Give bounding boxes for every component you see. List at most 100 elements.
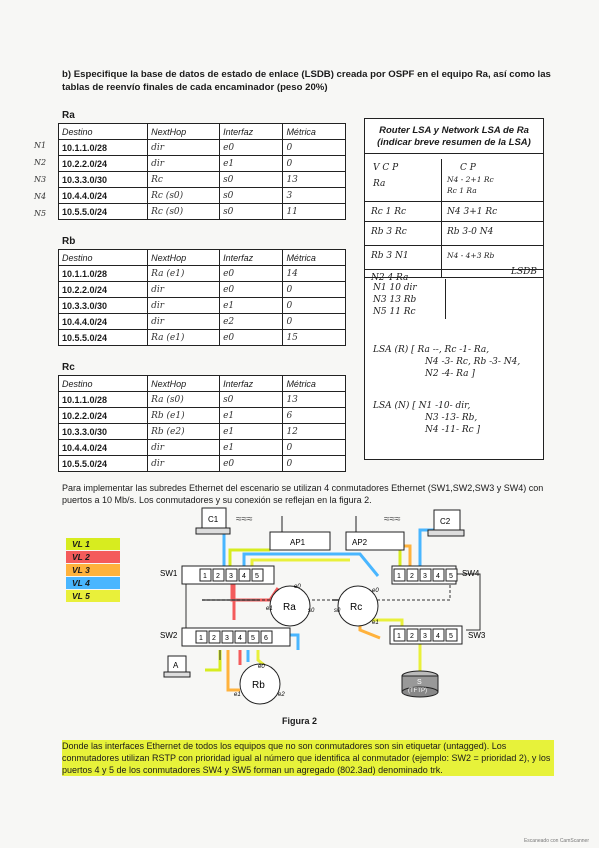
lsa-note: N4 3+1 Rc	[447, 207, 498, 217]
switch-port-label: 2	[212, 635, 216, 642]
table-cell: 0	[282, 313, 346, 330]
row-mark: N3	[34, 175, 47, 184]
switch-port	[225, 568, 238, 582]
switch-port	[393, 568, 406, 582]
lsa-note: N4 -11- Rc ]	[425, 425, 481, 435]
table-cell: 10.2.2.0/24	[57, 281, 149, 298]
table-cell: e0	[219, 455, 284, 472]
rb-e2-label: e2	[278, 692, 285, 698]
table-cell: s0	[219, 203, 284, 220]
switch-port-label: 3	[229, 573, 233, 580]
ra-label: Ra	[283, 602, 296, 613]
switch-port-label: 5	[251, 635, 255, 642]
rc-label: Rc	[350, 602, 362, 613]
lsa-note: N3 -13- Rb,	[425, 413, 478, 423]
sw1-label: SW1	[160, 569, 178, 578]
column-header: Interfaz	[219, 249, 284, 266]
table-cell: e2	[219, 313, 284, 330]
switch-port-label: 5	[255, 573, 259, 580]
switch-port	[432, 568, 445, 582]
lsa-note: LSA (N) [ N1 -10- dir,	[373, 401, 471, 411]
legend-vl1: VL 1	[66, 538, 120, 550]
table-cell: e0	[219, 265, 284, 282]
column-header: Métrica	[282, 123, 346, 140]
table-cell: 0	[282, 455, 346, 472]
table-cell: 0	[282, 155, 346, 172]
lsa-note: N2 -4- Ra ]	[425, 369, 475, 379]
switch-port	[260, 630, 273, 644]
table-cell: e0	[219, 139, 284, 156]
column-header: Destino	[57, 375, 149, 392]
switch-port-label: 2	[216, 573, 220, 580]
switch-port	[432, 628, 445, 642]
host-a-label: A	[173, 661, 179, 670]
server-s-label: S	[417, 679, 422, 686]
legend-vl4: VL 4	[66, 577, 120, 589]
lsa-note: Rc 1 Ra	[447, 186, 477, 195]
table-cell: e1	[219, 439, 284, 456]
switch-port	[251, 568, 264, 582]
table-cell: 10.5.5.0/24	[57, 455, 149, 472]
sw4-label: SW4	[462, 569, 480, 578]
question-text: b) Especifique la base de datos de estad…	[62, 69, 551, 93]
switch-port	[419, 628, 432, 642]
table-cell: 10.3.3.0/30	[57, 297, 149, 314]
rb-e1-label: e1	[234, 692, 241, 698]
switch-port	[445, 568, 458, 582]
column-header: Destino	[57, 249, 149, 266]
table-cell: 10.5.5.0/24	[57, 329, 149, 346]
table-cell: e1	[219, 155, 284, 172]
server-tftp-label: (TFTP)	[408, 688, 427, 694]
switch-port-label: 1	[397, 633, 401, 640]
switch-port-label: 3	[225, 635, 229, 642]
legend-vl5: VL 5	[66, 590, 120, 602]
table-cell: dir	[147, 297, 221, 314]
table-cell: 10.3.3.0/30	[57, 171, 149, 188]
table-cell: 11	[282, 203, 346, 220]
table-cell: Ra (e1)	[147, 265, 221, 282]
table-cell: 10.1.1.0/28	[57, 391, 149, 408]
table-cell: e1	[219, 407, 284, 424]
table-cell: 10.2.2.0/24	[57, 155, 149, 172]
switch-port-label: 4	[436, 573, 440, 580]
legend-vl2: VL 2	[66, 551, 120, 563]
lsa-note: N4 - 2+1 Rc	[447, 175, 494, 184]
table-cell: dir	[147, 313, 221, 330]
lsa-note: N3 13 Rb	[373, 295, 417, 305]
lsa-note: LSA (R) [ Ra --, Rc -1- Ra,	[373, 345, 490, 355]
table-cell: Ra (s0)	[147, 391, 221, 408]
table-cell: 10.2.2.0/24	[57, 407, 149, 424]
lsa-box: Router LSA y Network LSA de Ra (indicar …	[364, 118, 544, 460]
legend-vl3: VL 3	[66, 564, 120, 576]
row-mark: N4	[34, 192, 47, 201]
c1-label: C1	[208, 515, 219, 524]
table-cell: 10.4.4.0/24	[57, 439, 149, 456]
table-cell: dir	[147, 455, 221, 472]
table-cell: s0	[219, 171, 284, 188]
table-cell: dir	[147, 155, 221, 172]
switch-port-label: 1	[203, 573, 207, 580]
lsa-note: Rb 3 N1	[371, 251, 409, 261]
switch-port-label: 1	[397, 573, 401, 580]
column-header: Interfaz	[219, 375, 284, 392]
table-cell: 15	[282, 329, 346, 346]
table-cell: dir	[147, 281, 221, 298]
table-cell: dir	[147, 139, 221, 156]
footer-text: Escaneado con CamScanner	[523, 838, 589, 844]
table-cell: s0	[219, 187, 284, 204]
table-cell: Rc	[147, 171, 221, 188]
lsa-note: Ra	[373, 179, 386, 189]
paragraph-text: Donde las interfaces Ethernet de todos l…	[62, 740, 554, 776]
rb-e0-label: e0	[258, 664, 265, 670]
table-cell: dir	[147, 439, 221, 456]
table-cell: 10.1.1.0/28	[57, 265, 149, 282]
